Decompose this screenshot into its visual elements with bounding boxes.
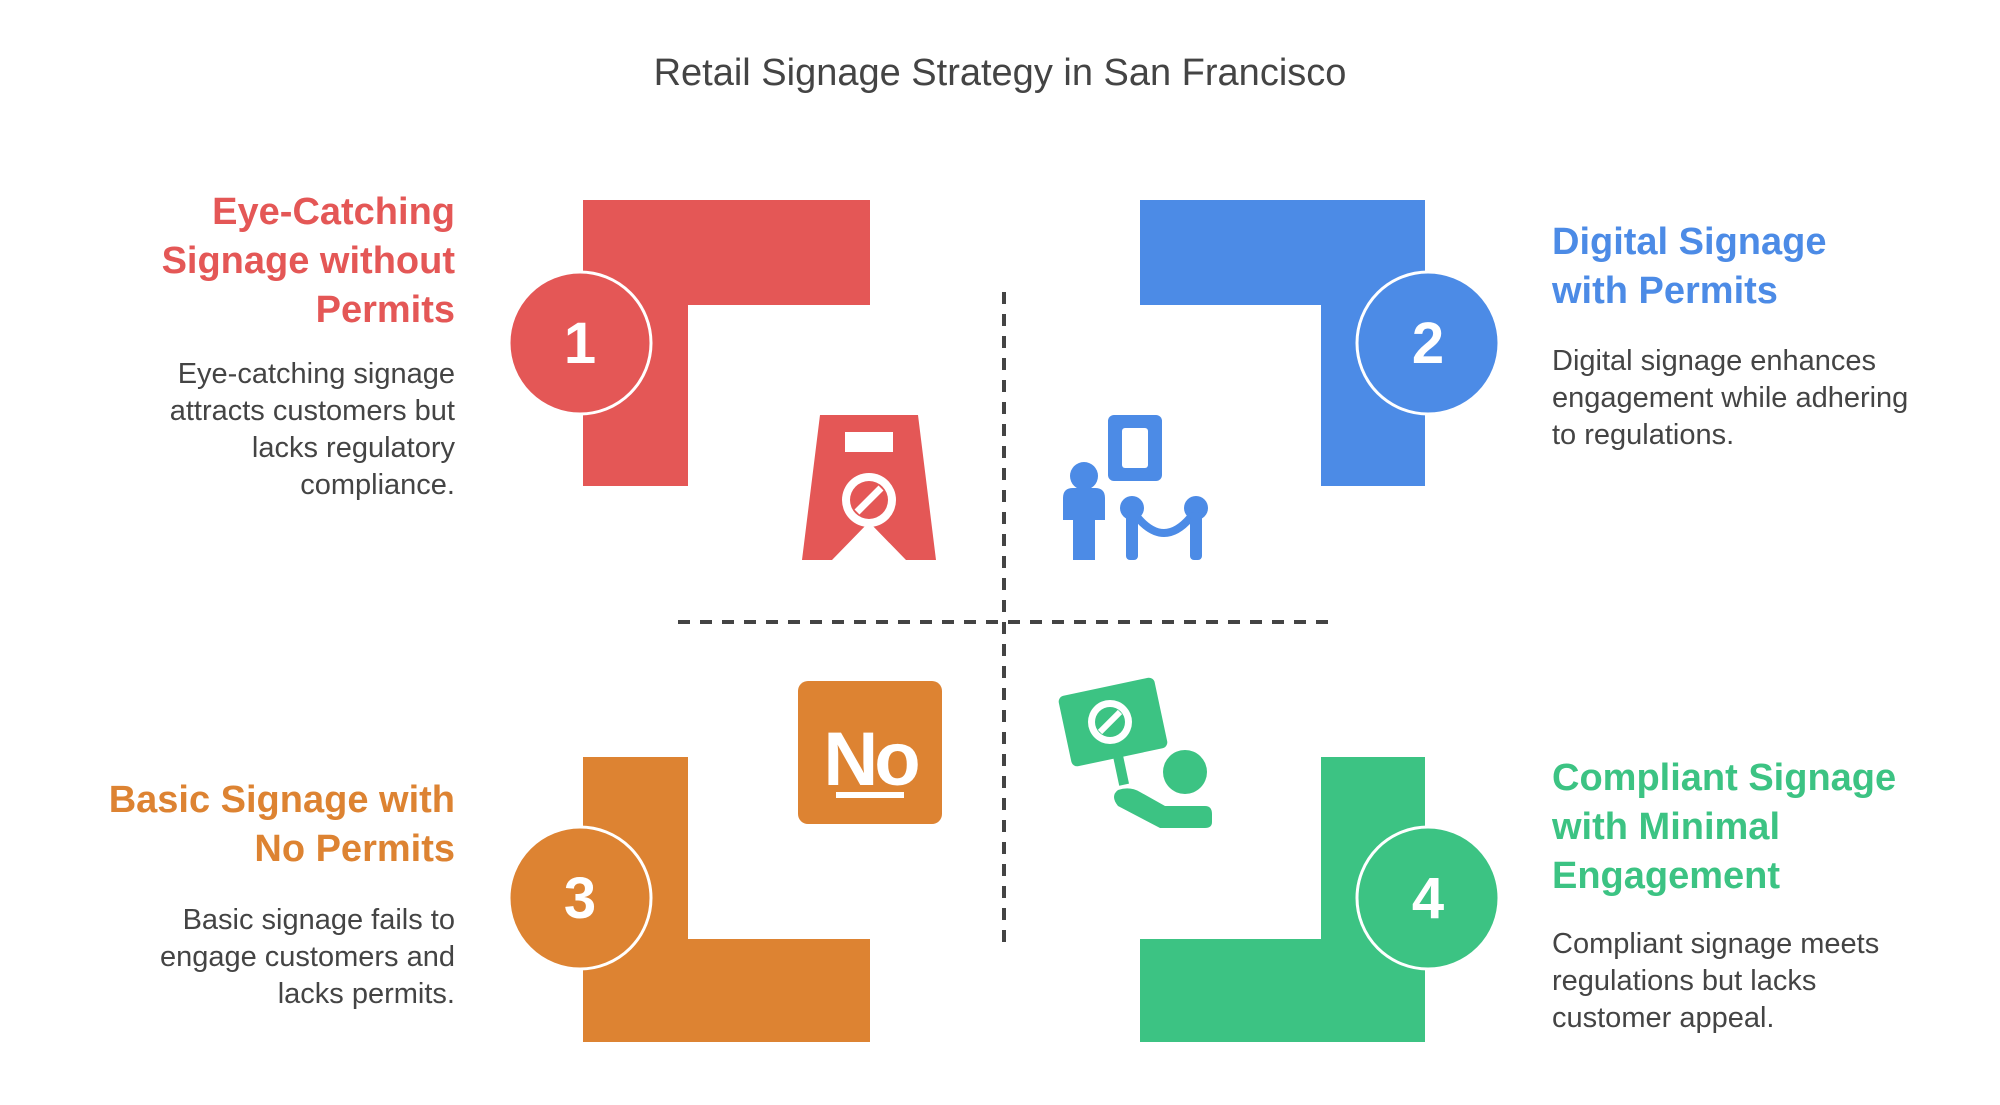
number-1: 1 bbox=[564, 311, 596, 376]
quadrant-3-shape bbox=[583, 757, 870, 1042]
quadrant-1-description: Eye-catching signage attracts customers … bbox=[169, 358, 455, 501]
number-2: 2 bbox=[1412, 311, 1444, 376]
number-circle-4: 4 bbox=[1355, 825, 1501, 971]
quadrant-4-shape bbox=[1140, 757, 1425, 1042]
quadrant-1-shape bbox=[583, 200, 870, 486]
number-4: 4 bbox=[1412, 866, 1444, 931]
quadrant-4-description: Compliant signage meets regulations but … bbox=[1552, 928, 1880, 1034]
people-at-barrier-display-icon bbox=[1063, 415, 1208, 560]
wet-floor-sign-prohibited-icon bbox=[802, 415, 936, 560]
svg-text:No: No bbox=[823, 717, 918, 802]
quadrant-3-title: Basic Signage with No Permits bbox=[108, 779, 455, 870]
number-circle-1: 1 bbox=[507, 270, 653, 416]
number-circle-3: 3 bbox=[507, 825, 653, 971]
quadrant-2-description: Digital signage enhances engagement whil… bbox=[1552, 345, 1909, 451]
person-holding-prohibition-sign-icon bbox=[1058, 677, 1212, 828]
quadrant-4-title: Compliant Signage with Minimal Engagemen… bbox=[1552, 757, 1897, 897]
quadrant-2-shape bbox=[1140, 200, 1425, 486]
number-3: 3 bbox=[564, 866, 596, 931]
quadrant-3-description: Basic signage fails to engage customers … bbox=[159, 904, 455, 1010]
quadrant-1-title: Eye-Catching Signage without Permits bbox=[161, 191, 455, 331]
number-circle-2: 2 bbox=[1355, 270, 1501, 416]
quadrant-2-title: Digital Signage with Permits bbox=[1552, 221, 1827, 312]
no-sign-icon: No bbox=[798, 681, 942, 824]
diagram-title: Retail Signage Strategy in San Francisco bbox=[653, 52, 1347, 94]
